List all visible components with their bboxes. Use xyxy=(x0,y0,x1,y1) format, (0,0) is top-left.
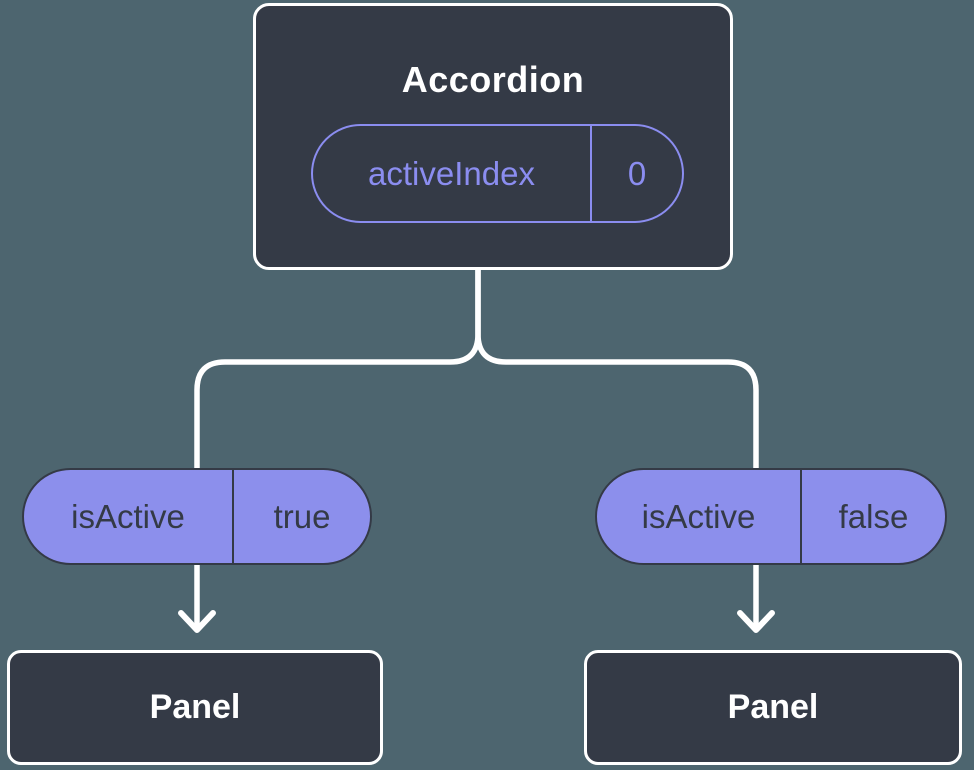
arrowhead-down-left-icon xyxy=(178,610,216,633)
panel-title: Panel xyxy=(149,688,241,726)
state-value: 0 xyxy=(627,154,647,192)
prop-pill-isactive-true: isActive true xyxy=(22,468,372,565)
pill-divider xyxy=(232,470,234,563)
node-panel-right: Panel xyxy=(584,650,962,765)
state-name: activeIndex xyxy=(368,154,535,192)
pill-divider xyxy=(590,126,592,221)
node-accordion: Accordion activeIndex 0 xyxy=(253,3,733,270)
connector-left-branch xyxy=(194,264,481,632)
state-pill-activeindex: activeIndex 0 xyxy=(311,124,684,223)
node-panel-left: Panel xyxy=(7,650,383,765)
accordion-title: Accordion xyxy=(401,59,585,100)
arrowhead-down-right-icon xyxy=(737,610,775,633)
prop-name: isActive xyxy=(71,497,185,535)
connector-right-branch xyxy=(475,264,759,632)
prop-value: false xyxy=(838,497,909,535)
prop-value: true xyxy=(273,497,331,535)
pill-divider xyxy=(800,470,802,563)
panel-title: Panel xyxy=(727,688,819,726)
prop-name: isActive xyxy=(641,497,756,535)
prop-pill-isactive-false: isActive false xyxy=(595,468,947,565)
